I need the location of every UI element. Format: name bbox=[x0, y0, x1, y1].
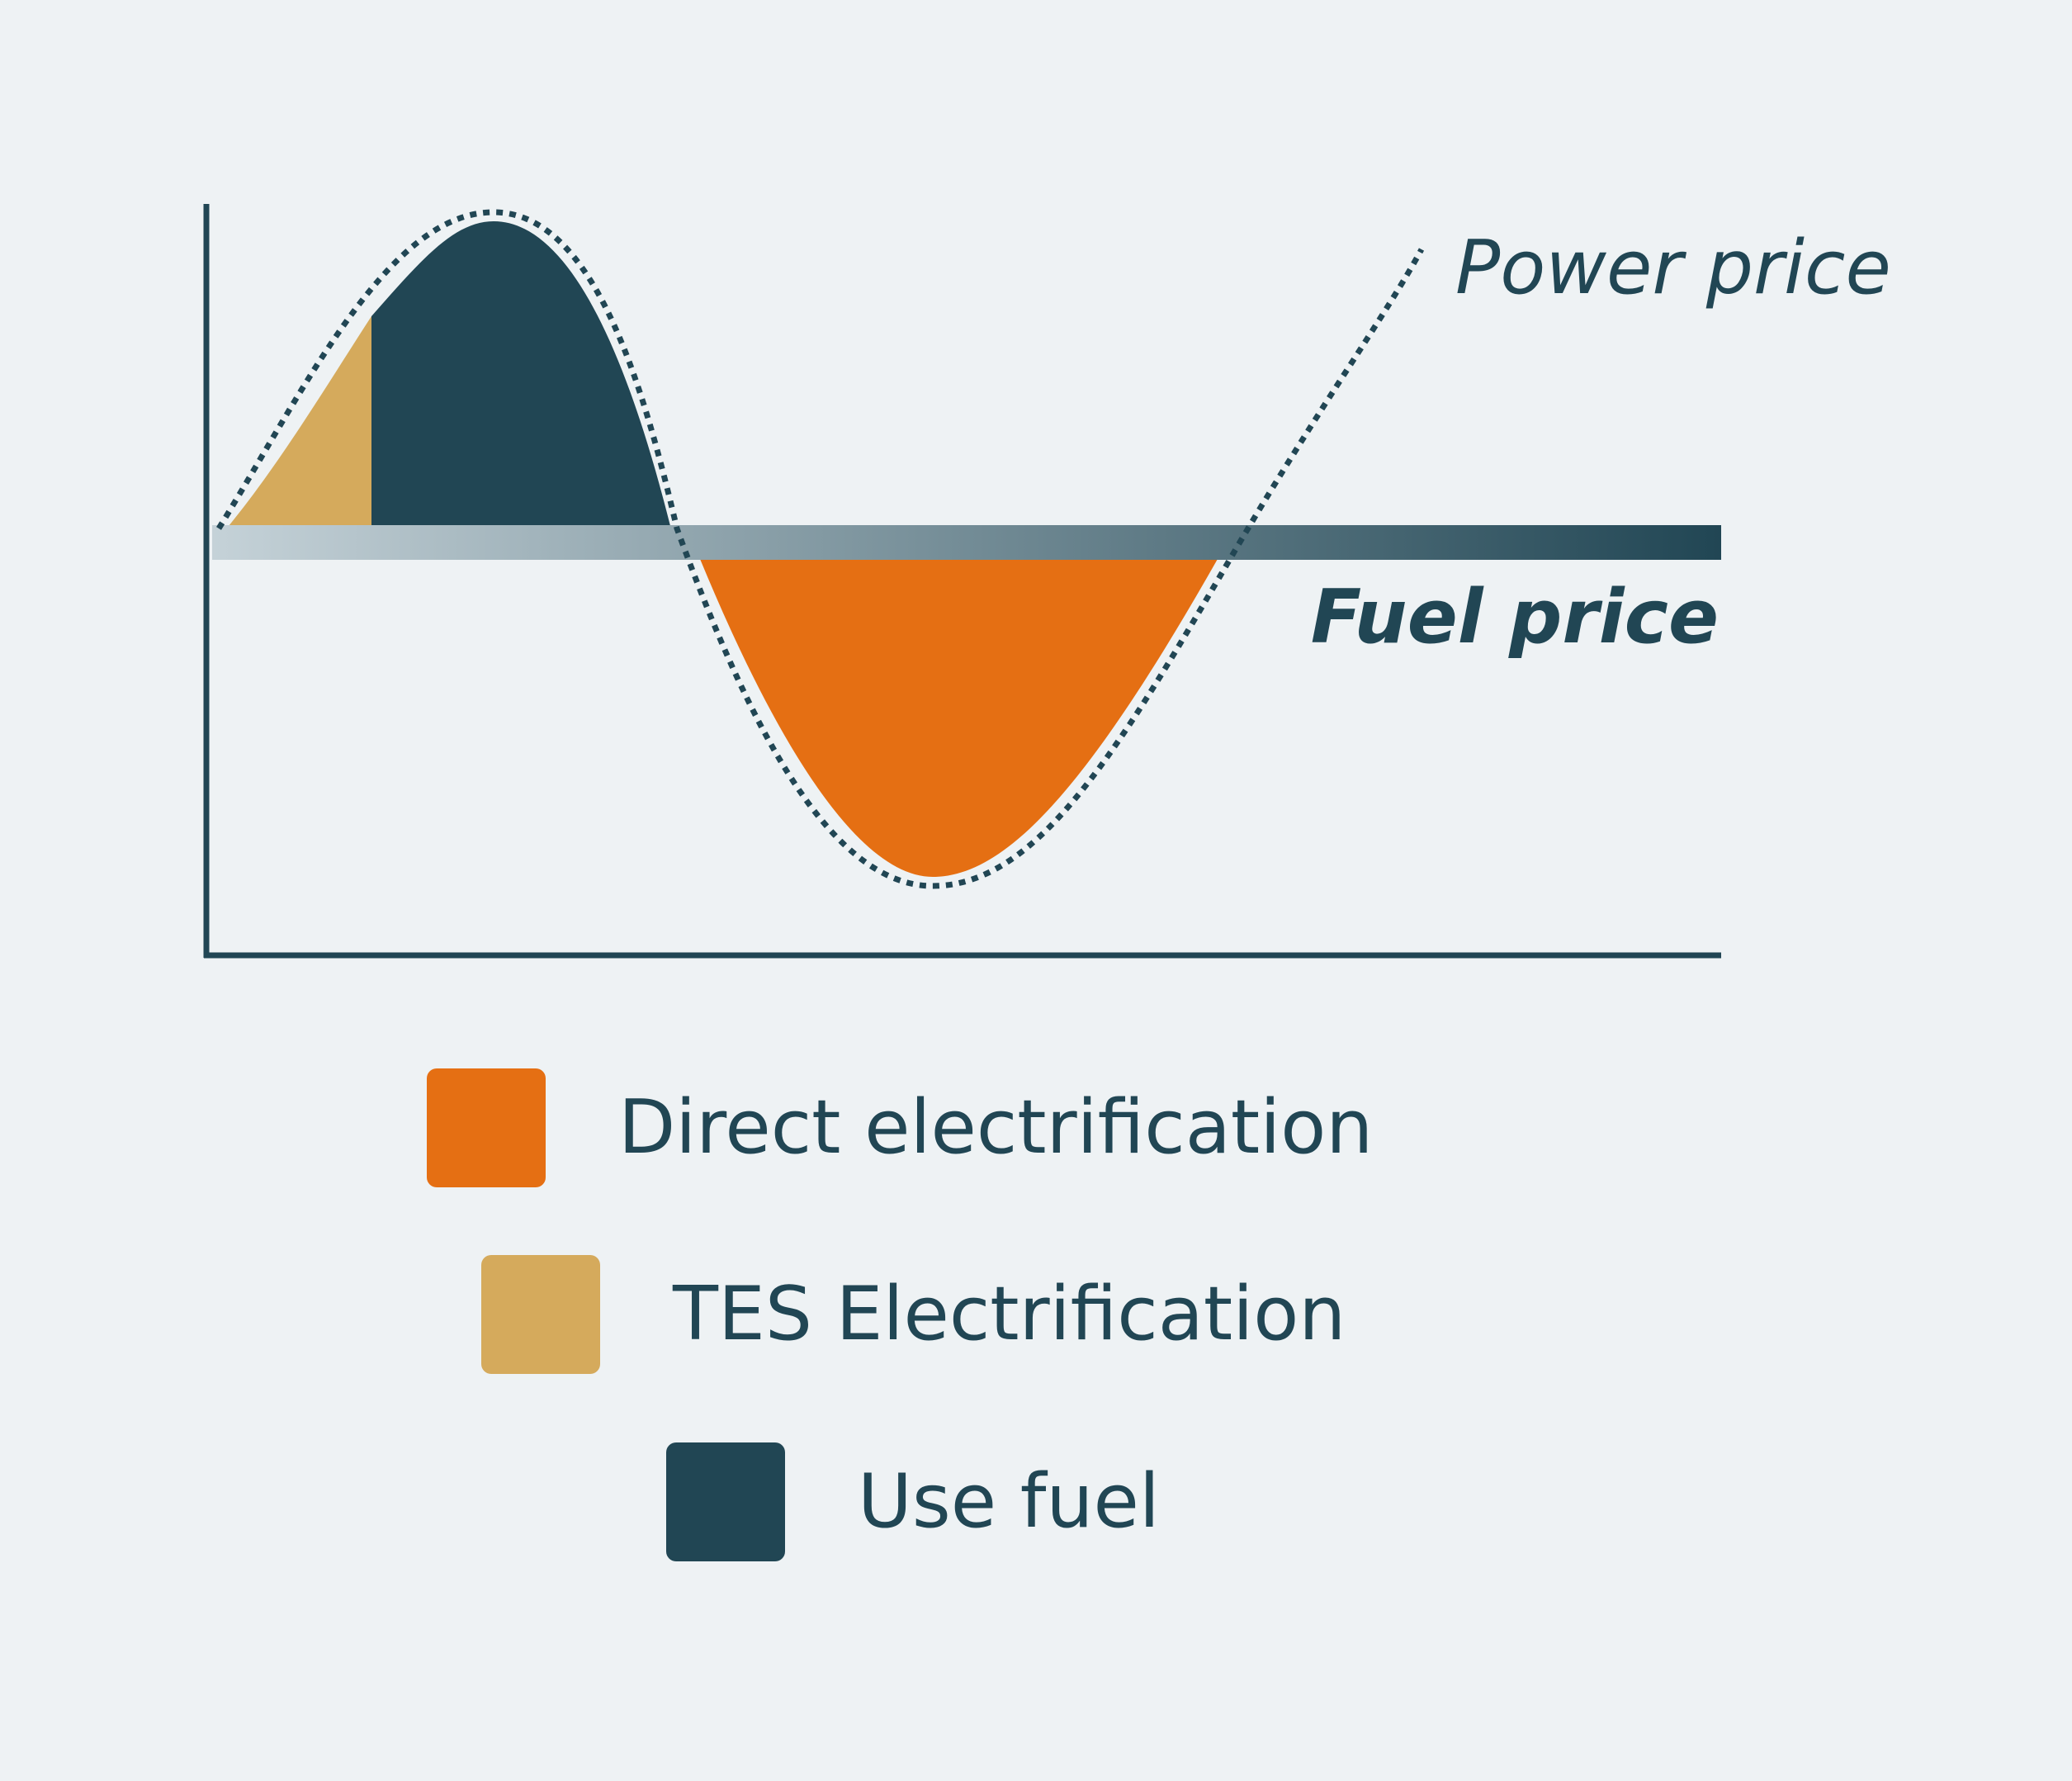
legend-swatch-use-fuel bbox=[666, 1442, 785, 1561]
legend-item-direct-electrification: Direct electrification bbox=[427, 1068, 1373, 1187]
legend-item-use-fuel: Use fuel bbox=[666, 1442, 1160, 1561]
legend-label-tes-electrification: TES Electrification bbox=[673, 1271, 1346, 1357]
fuel-price-label: Fuel price bbox=[1311, 574, 1719, 661]
legend-swatch-direct-electrification bbox=[427, 1068, 546, 1187]
tes-electrification-area bbox=[229, 316, 371, 526]
power-price-label: Power price bbox=[1455, 225, 1891, 311]
direct-electrification-area bbox=[700, 559, 1218, 877]
fuel-price-line bbox=[212, 525, 1721, 560]
use-fuel-area bbox=[371, 221, 670, 526]
legend-label-direct-electrification: Direct electrification bbox=[618, 1084, 1374, 1171]
legend-swatch-tes-electrification bbox=[481, 1255, 600, 1374]
power-price-curve bbox=[216, 209, 1425, 889]
legend-label-use-fuel: Use fuel bbox=[858, 1458, 1160, 1545]
legend-item-tes-electrification: TES Electrification bbox=[481, 1255, 1346, 1374]
